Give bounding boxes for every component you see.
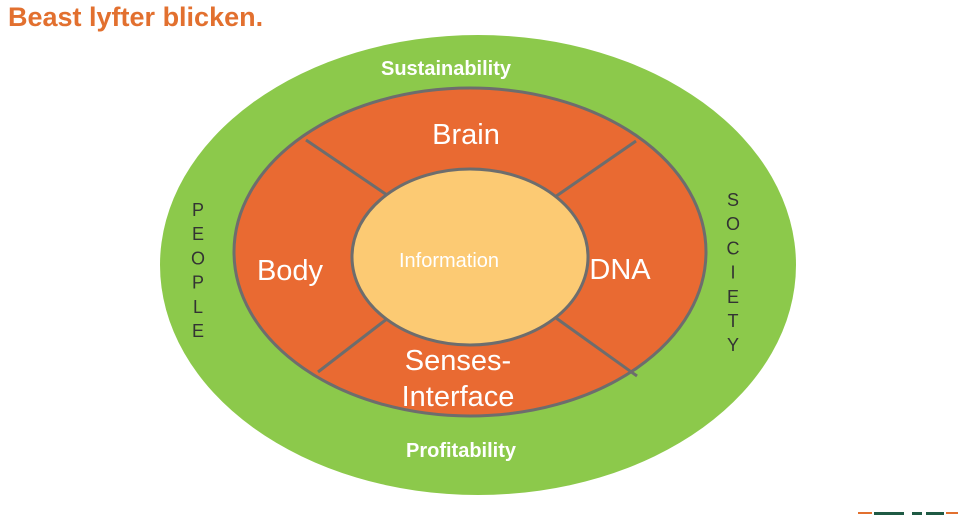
footer-logo-mark <box>858 512 958 515</box>
vertical-letter: I <box>730 263 735 283</box>
vertical-letter: E <box>727 287 739 307</box>
vertical-letter: P <box>192 200 204 220</box>
divider-top-left <box>305 138 391 199</box>
vertical-letter: O <box>726 214 740 234</box>
segment-label-left: Body <box>257 255 324 287</box>
core-label: Information <box>399 250 499 272</box>
divider-bottom-right <box>555 316 638 378</box>
segment-label-bottom-line2: Interface <box>402 381 515 413</box>
vertical-letter: T <box>728 311 739 331</box>
vertical-letter: O <box>191 248 205 268</box>
divider-top-right <box>551 139 637 201</box>
segment-label-right: DNA <box>589 254 651 286</box>
vertical-letter: S <box>727 190 739 210</box>
page-title: Beast lyfter blicken. <box>8 2 264 32</box>
segment-label-bottom-line1: Senses- <box>405 345 511 377</box>
divider-bottom-left <box>317 313 393 374</box>
segment-label-top: Brain <box>432 119 500 151</box>
vertical-letter: E <box>192 224 204 244</box>
vertical-letter: E <box>192 321 204 341</box>
vertical-letter: C <box>727 238 740 258</box>
core-ellipse <box>350 167 590 347</box>
outer-label-top: Sustainability <box>381 58 512 80</box>
outer-label-bottom: Profitability <box>406 440 517 462</box>
vertical-letter: P <box>192 273 204 293</box>
vertical-letter: L <box>193 297 203 317</box>
vertical-letter: Y <box>727 335 739 355</box>
